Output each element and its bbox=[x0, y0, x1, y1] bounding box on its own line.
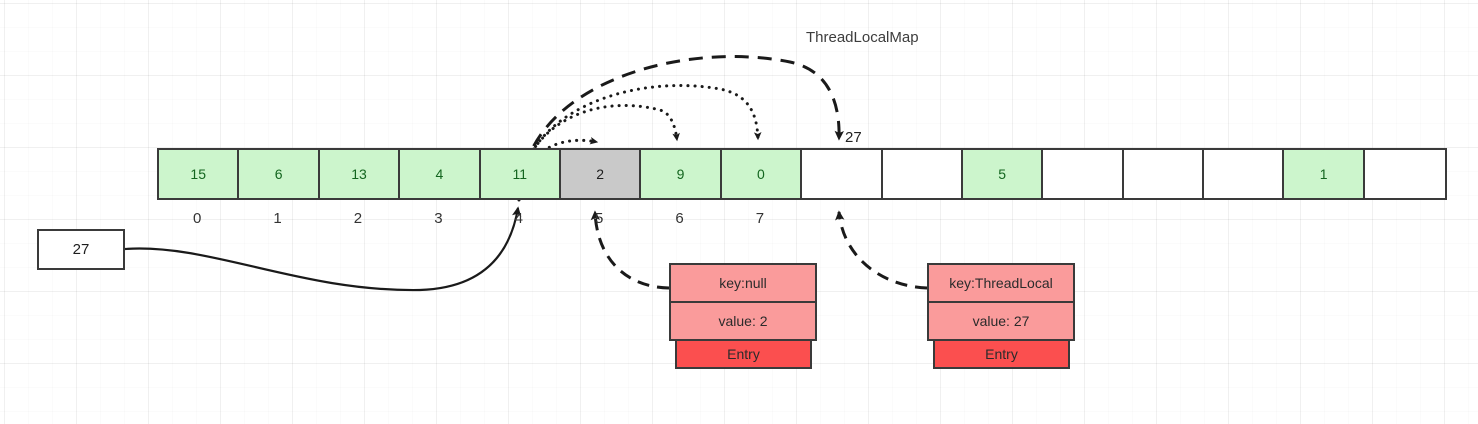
entry-threadlocal-footer: Entry bbox=[933, 339, 1070, 369]
table-index-label-1: 1 bbox=[273, 210, 282, 227]
table-index-label-13 bbox=[1202, 210, 1282, 227]
table-index-label-0: 0 bbox=[193, 210, 202, 227]
entry-null-footer: Entry bbox=[675, 339, 812, 369]
table-index-label-9 bbox=[881, 210, 961, 227]
table-index-label-15 bbox=[1363, 210, 1443, 227]
placement-arc-4-to-8 bbox=[519, 55, 844, 191]
table-cell-15 bbox=[1364, 150, 1446, 198]
entry-threadlocal: key:ThreadLocal value: 27 Entry bbox=[927, 263, 1075, 369]
table-cell-3: 4 bbox=[400, 150, 481, 198]
table-cell-14: 1 bbox=[1284, 150, 1365, 198]
inserted-value-label: 27 bbox=[845, 129, 862, 146]
table-index-label-5: 5 bbox=[594, 210, 604, 227]
table-index-label-14 bbox=[1282, 210, 1362, 227]
table-index-label-12 bbox=[1122, 210, 1202, 227]
table-index-label-2: 2 bbox=[353, 210, 363, 227]
source-value-box: 27 bbox=[37, 229, 125, 270]
table-cell-9 bbox=[882, 150, 963, 198]
entry-null-key: key:null bbox=[669, 263, 817, 303]
entry-threadlocal-key: key:ThreadLocal bbox=[927, 263, 1075, 303]
entry-null: key:null value: 2 Entry bbox=[669, 263, 817, 369]
table-cell-0: 15 bbox=[159, 150, 240, 198]
table-index-label-8 bbox=[800, 210, 880, 227]
source-value-text: 27 bbox=[72, 241, 90, 258]
entry-null-value: value: 2 bbox=[669, 301, 817, 341]
table-cell-1: 6 bbox=[239, 150, 320, 198]
table-cell-4: 11 bbox=[480, 150, 561, 198]
link-slot5-to-entry-null bbox=[590, 210, 670, 290]
table-cell-2: 13 bbox=[319, 150, 401, 198]
table-index-label-6: 6 bbox=[675, 210, 684, 227]
table-cell-7: 0 bbox=[721, 150, 803, 198]
table-index-label-7: 7 bbox=[755, 210, 765, 227]
table-cell-12 bbox=[1123, 150, 1205, 198]
table-cell-13 bbox=[1204, 150, 1285, 198]
table-index-label-4: 4 bbox=[514, 210, 523, 227]
entry-threadlocal-value: value: 27 bbox=[927, 301, 1075, 341]
table-cell-5: 2 bbox=[560, 150, 642, 198]
connector-source-to-slot4 bbox=[124, 206, 522, 292]
table-index-label-11 bbox=[1041, 210, 1121, 227]
table-cell-10: 5 bbox=[962, 150, 1044, 198]
link-entry-threadlocal-to-slot8 bbox=[835, 210, 928, 290]
table-index-label-3: 3 bbox=[434, 210, 443, 227]
diagram-title: ThreadLocalMap bbox=[806, 29, 919, 46]
table-index-label-10 bbox=[961, 210, 1041, 227]
table-index-row: 0 1 2 3 4 5 6 7 bbox=[157, 210, 1443, 227]
table-cell-11 bbox=[1043, 150, 1124, 198]
table-cell-6: 9 bbox=[641, 150, 722, 198]
probe-arc-4-to-7 bbox=[518, 84, 762, 195]
table-cell-8 bbox=[802, 150, 883, 198]
